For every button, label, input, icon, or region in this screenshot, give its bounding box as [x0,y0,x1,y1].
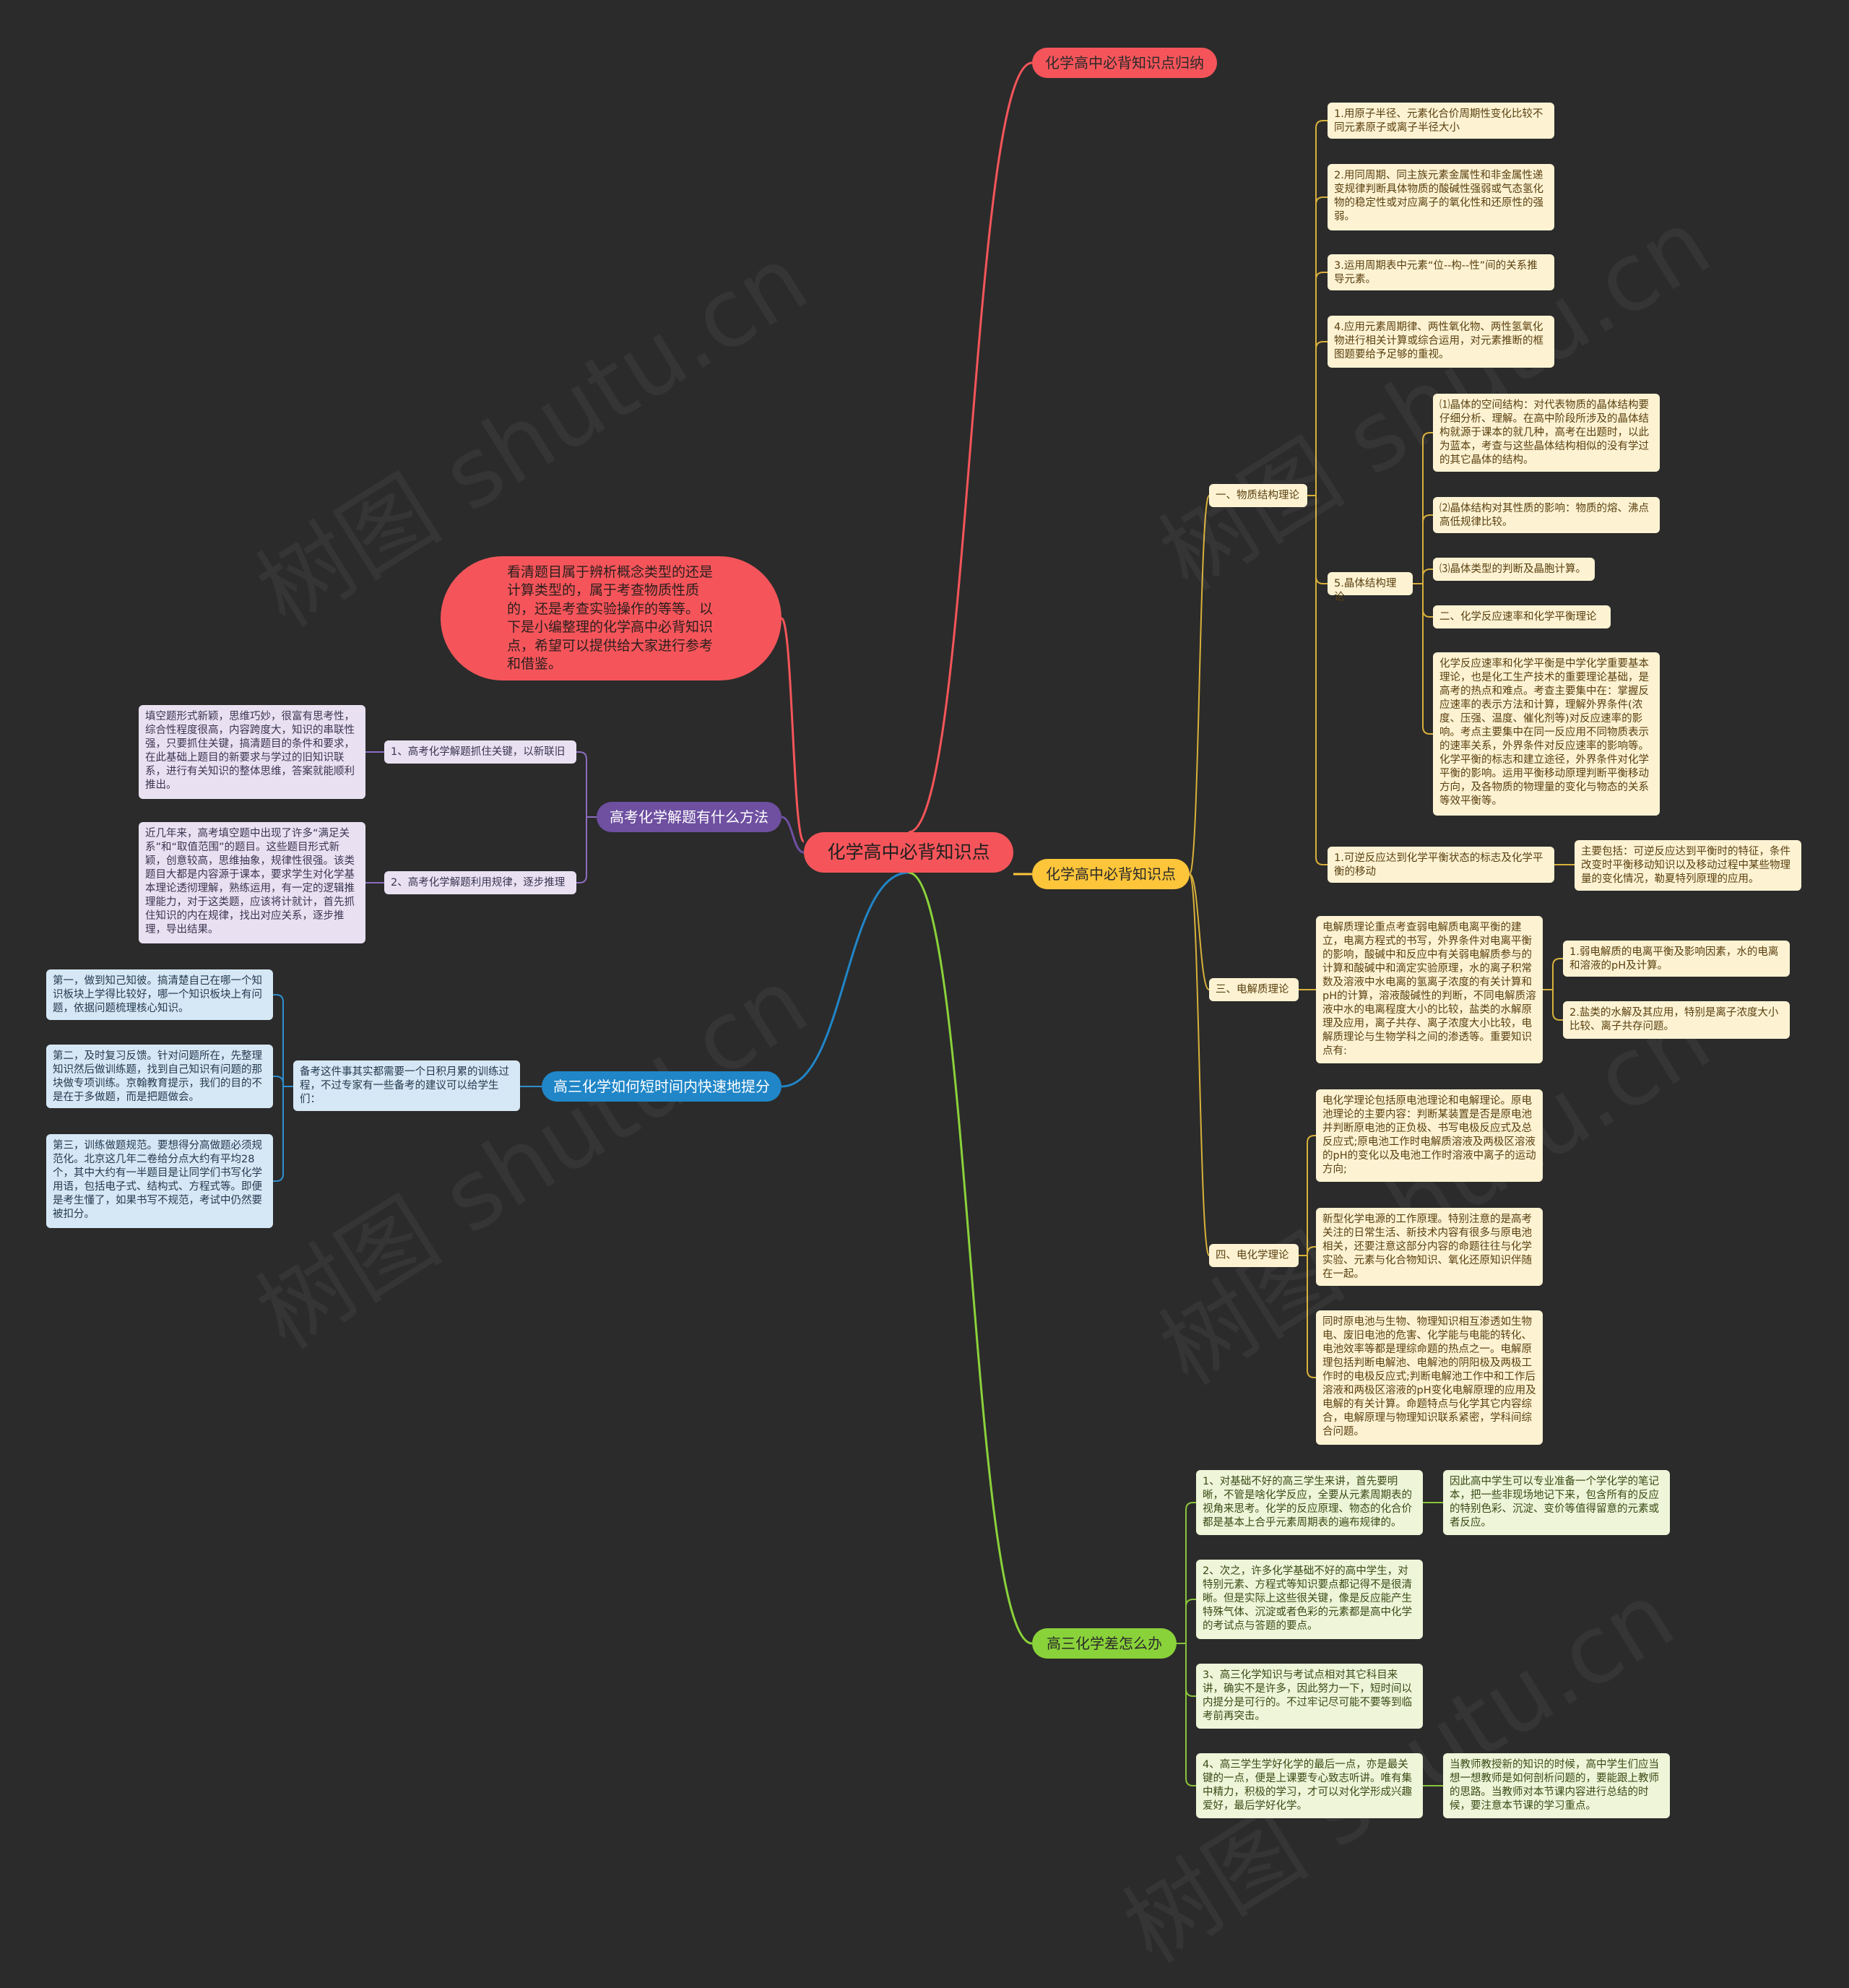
link-root-bad [908,871,1033,1645]
crystal-item-3: ⑶晶体类型的判断及晶胞计算。 [1433,558,1595,581]
method-detail-1: 填空题形式新颖，思维巧妙，很富有思考性，综合性程度很高，内容跨度大，知识的串联性… [139,705,365,799]
electrochem-label[interactable]: 四、电化学理论 [1209,1244,1299,1267]
bracket-crystal [1413,432,1433,735]
electrochem-item-1: 电化学理论包括原电池理论和电解理论。原电池理论的主要内容：判断某装置是否是原电池… [1316,1089,1543,1182]
link-root-method [781,816,805,854]
branch-quick[interactable]: 高三化学如何短时间内快速地提分 [542,1071,781,1102]
bad-detail-1: 因此高中学生可以专业准备一个学化学的笔记本，把一些非现场地记下来，包含所有的反应… [1443,1470,1670,1535]
electrolyte-text: 电解质理论重点考查弱电解质电离平衡的建立，电离方程式的书写，外界条件对电离平衡的… [1316,916,1543,1063]
bad-item-1[interactable]: 1、对基础不好的高三学生来讲，首先要明晰，不管是啥化学反应，全要从元素周期表的视… [1196,1470,1423,1535]
bracket-bad [1177,1502,1196,1786]
bad-item-4[interactable]: 4、高三学生学好化学的最后一点，亦是最关键的一点，便是上课要专心致志听讲。唯有集… [1196,1753,1423,1818]
branch-main[interactable]: 化学高中必背知识点 [1032,859,1190,889]
crystal-item-2: ⑵晶体结构对其性质的影响：物质的熔、沸点高低规律比较。 [1433,497,1660,533]
method-item-1[interactable]: 1、高考化学解题抓住关键，以新联旧 [384,740,576,764]
bracket-structure [1307,120,1328,865]
bad-item-3[interactable]: 3、高三化学知识与考试点相对其它科目来讲，确实不是许多，因此努力一下，短时间以内… [1196,1664,1423,1729]
link-root-guina [908,61,1033,834]
equilibrium-label[interactable]: 1.可逆反应达到化学平衡状态的标志及化学平衡的移动 [1328,847,1554,883]
equilibrium-detail: 主要包括：可逆反应达到平衡时的特征，条件改变时平衡移动知识以及移动过程中某些物理… [1575,840,1801,891]
electrolyte-label[interactable]: 三、电解质理论 [1209,978,1299,1001]
link-main-electrolyte [1189,873,1210,990]
bracket-electrolyte-items [1543,958,1563,1021]
quick-item-3: 第三，训练做题规范。要想得分高做题必须规范化。北京这几年二卷给分点大约有平均28… [46,1134,273,1228]
crystal-theory-label[interactable]: 5.晶体结构理论 [1328,572,1413,603]
electrochem-item-3: 同时原电池与生物、物理知识相互渗透如生物电、废旧电池的危害、化学能与电能的转化、… [1316,1310,1543,1445]
link-root-quick [781,871,909,1088]
bracket-method [576,751,597,883]
intro-bubble[interactable]: 看清题目属于辨析概念类型的还是计算类型的，属于考查物质性质的，还是考查实验操作的… [441,556,781,680]
periodic-item-1: 1.用原子半径、元素化合价周期性变化比较不同元素原子或离子半径大小 [1328,103,1554,139]
bad-item-2[interactable]: 2、次之，许多化学基础不好的高中学生，对特别元素、方程式等知识要点都记得不是很清… [1196,1560,1423,1639]
periodic-item-3: 3.运用周期表中元素“位--构--性”间的关系推导元素。 [1328,254,1554,290]
kinetics-detail: 化学反应速率和化学平衡是中学化学重要基本理论，也是化工生产技术的重要理论基础，是… [1433,652,1660,816]
bracket-electrochem [1299,1135,1316,1378]
branch-guina[interactable]: 化学高中必背知识点归纳 [1032,48,1217,78]
root-topic[interactable]: 化学高中必背知识点 [804,832,1013,873]
electrochem-item-2: 新型化学电源的工作原理。特别注意的是高考关注的日常生活、新技术内容有很多与原电池… [1316,1208,1543,1286]
bracket-quick [273,994,293,1182]
kinetics-label[interactable]: 二、化学反应速率和化学平衡理论 [1433,605,1611,628]
quick-item-2: 第二，及时复习反馈。针对问题所在，先整理知识然后做训练题，找到自己知识有问题的那… [46,1045,273,1108]
branch-bad[interactable]: 高三化学差怎么办 [1032,1628,1177,1659]
crystal-item-1: ⑴晶体的空间结构：对代表物质的晶体结构要仔细分析、理解。在高中阶段所涉及的晶体结… [1433,394,1660,472]
electrolyte-item-1: 1.弱电解质的电离平衡及影响因素，水的电离和溶液的pH及计算。 [1563,941,1790,977]
link-main-electrochem [1189,873,1210,1256]
connector-lines [273,61,1575,1786]
link-main-structure [1189,495,1210,875]
periodic-item-4: 4.应用元素周期律、两性氧化物、两性氢氧化物进行相关计算或综合运用，对元素推断的… [1328,316,1554,368]
link-root-intro [780,617,805,843]
quick-item-1: 第一，做到知己知彼。搞清楚自己在哪一个知识板块上学得比较好，哪一个知识板块上有问… [46,969,273,1020]
structure-theory-label[interactable]: 一、物质结构理论 [1209,484,1307,507]
periodic-item-2: 2.用同周期、同主族元素金属性和非金属性递变规律判断具体物质的酸碱性强弱或气态氢… [1328,164,1554,230]
mind-map-canvas: 树图 shutu.cn 树图 shutu.cn 树图 shutu.cn 树图 s… [46,48,1801,1984]
bad-detail-2: 当教师教授新的知识的时候，高中学生们应当想一想教师是如何剖析问题的，要能跟上教师… [1443,1753,1670,1818]
electrolyte-item-2: 2.盐类的水解及其应用，特别是离子浓度大小比较、离子共存问题。 [1563,1001,1790,1039]
quick-summary[interactable]: 备考这件事其实都需要一个日积月累的训练过程，不过专家有一些备考的建议可以给学生们… [293,1060,520,1111]
branch-method[interactable]: 高考化学解题有什么方法 [597,802,781,832]
method-item-2[interactable]: 2、高考化学解题利用规律，逐步推理 [384,871,576,894]
method-detail-2: 近几年来，高考填空题中出现了许多“满足关系”和“取值范围”的题目。这些题目形式新… [139,822,365,943]
